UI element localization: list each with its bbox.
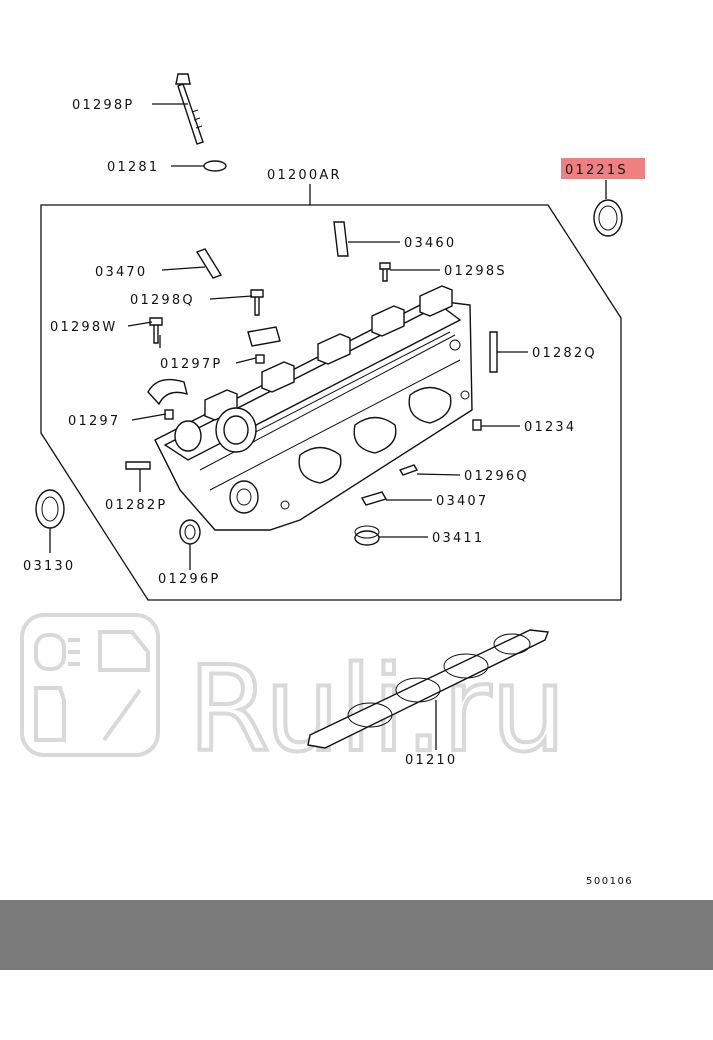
part-seal-03130 — [35, 489, 65, 529]
watermark-logo-frame — [20, 613, 160, 757]
part-cap-01297P — [247, 326, 281, 347]
part-seal-01296P — [179, 519, 201, 545]
assembly-outline — [40, 204, 622, 601]
watermark-door-icon — [98, 630, 150, 672]
label-01298Q: 01298Q — [130, 293, 195, 308]
watermark: Ruli.ru — [20, 613, 568, 780]
label-03470: 03470 — [95, 265, 147, 280]
part-plug-03411 — [354, 525, 380, 546]
figure-number: 500106 — [586, 876, 633, 887]
label-01282Q: 01282Q — [532, 346, 597, 361]
watermark-bulb-icon — [34, 633, 66, 671]
watermark-spring-icon — [102, 688, 142, 742]
part-pin-03470 — [195, 248, 223, 279]
part-bolt-01298S — [379, 262, 391, 282]
label-01298W: 01298W — [50, 320, 117, 335]
cylinder-head-drawing — [154, 285, 473, 531]
part-stud-01282P — [125, 461, 151, 470]
part-seal-01296Q — [398, 464, 419, 476]
label-03130: 03130 — [23, 559, 75, 574]
label-01200AR: 01200AR — [267, 168, 342, 183]
label-01297: 01297 — [68, 414, 120, 429]
part-bolt-01298Q — [250, 289, 264, 316]
label-01221S: 01221S — [565, 163, 628, 178]
label-03411: 03411 — [432, 531, 484, 546]
part-plug-01234 — [472, 419, 482, 431]
part-head-gasket — [307, 629, 549, 749]
part-stud-01282Q — [489, 331, 498, 373]
label-01281: 01281 — [107, 160, 159, 175]
label-01234: 01234 — [524, 420, 576, 435]
footer-text: MITSUBISHI - MD180402 N - 01221S — [147, 991, 579, 1018]
label-01298P: 01298P — [72, 98, 134, 113]
label-01282P: 01282P — [105, 498, 167, 513]
part-pin-03460 — [333, 221, 349, 257]
label-01298S: 01298S — [444, 264, 507, 279]
parts-diagram: Ruli.ru — [20, 73, 645, 887]
part-head-bolt — [175, 73, 204, 145]
label-01210: 01210 — [405, 753, 457, 768]
label-03460: 03460 — [404, 236, 456, 251]
watermark-oil-icon — [34, 686, 66, 742]
label-03407: 03407 — [436, 494, 488, 509]
part-dowel-01297P — [255, 354, 265, 364]
part-washer-01281 — [203, 160, 227, 172]
leader-lines — [49, 103, 607, 750]
label-01296P: 01296P — [158, 572, 220, 587]
part-seal-01221S — [593, 199, 623, 237]
part-seal-03407 — [360, 491, 388, 506]
label-01296Q: 01296Q — [464, 469, 529, 484]
part-cap-01297 — [147, 378, 188, 406]
label-01297P: 01297P — [160, 357, 222, 372]
highlight-01221S — [561, 158, 645, 179]
part-dowel-01297 — [164, 409, 174, 420]
footer-bar: MITSUBISHI - MD180402 N - 01221S — [0, 900, 713, 1018]
